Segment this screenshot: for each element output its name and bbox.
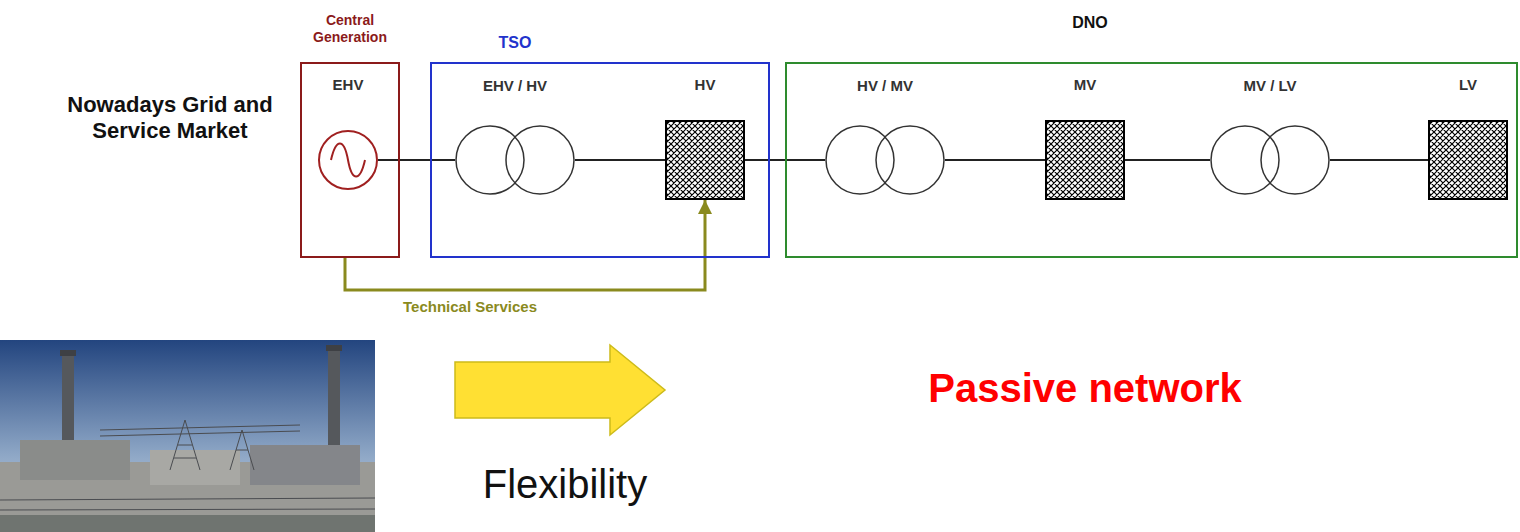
busbar-symbol: HV xyxy=(665,120,745,200)
voltage-label: LV xyxy=(1459,76,1477,94)
generation-region: Central GenerationEHV xyxy=(300,62,400,258)
busbar-symbol xyxy=(665,120,745,200)
tso-region: TSOEHV / HVHV xyxy=(430,62,770,258)
flexibility-caption: Flexibility xyxy=(483,460,647,508)
bus-line xyxy=(1330,159,1428,161)
region-heading: TSO xyxy=(499,33,532,52)
voltage-label: MV / LV xyxy=(1243,77,1296,95)
voltage-label: HV xyxy=(695,76,716,94)
market-heading: Nowadays Grid and Service Market xyxy=(50,92,290,145)
busbar-symbol: LV xyxy=(1428,120,1508,200)
dno-region: DNOHV / MVMVMV / LVLV xyxy=(785,62,1518,258)
voltage-label: HV / MV xyxy=(857,77,913,95)
status-caption: Passive network xyxy=(928,364,1242,412)
bus-line xyxy=(945,159,1045,161)
transformer-symbol xyxy=(455,125,575,195)
voltage-label: MV xyxy=(1074,76,1097,94)
bus-line xyxy=(575,159,665,161)
transformer-symbol xyxy=(825,125,945,195)
bus-line xyxy=(1125,159,1210,161)
region-heading: Central Generation xyxy=(295,12,405,46)
power-plant-photo xyxy=(0,340,375,532)
transformer-symbol xyxy=(1210,125,1330,195)
generator-symbol xyxy=(318,130,378,190)
busbar-symbol: MV xyxy=(1045,120,1125,200)
transformer-symbol: EHV / HV xyxy=(455,125,575,195)
busbar-symbol xyxy=(1045,120,1125,200)
transformer-symbol: HV / MV xyxy=(825,125,945,195)
voltage-label: EHV xyxy=(333,76,364,94)
busbar-symbol xyxy=(1428,120,1508,200)
region-heading: DNO xyxy=(1072,13,1108,32)
bus-line xyxy=(378,159,455,161)
transformer-symbol: MV / LV xyxy=(1210,125,1330,195)
voltage-label: EHV / HV xyxy=(483,77,547,95)
flexibility-arrow xyxy=(455,345,665,435)
generator-symbol: EHV xyxy=(318,130,378,190)
edge-label: Technical Services xyxy=(400,298,540,315)
